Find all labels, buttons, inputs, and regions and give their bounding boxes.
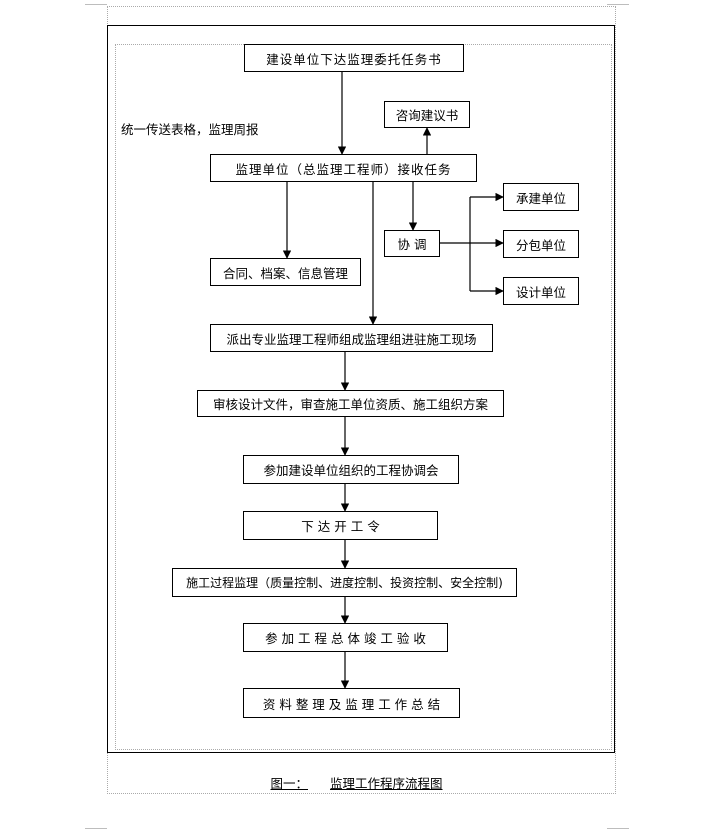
page-edge-top-right [607, 4, 629, 5]
node-subcontractor: 分包单位 [503, 230, 579, 258]
node-construction-supervision: 施工过程监理（质量控制、进度控制、投资控制、安全控制) [172, 568, 517, 597]
figure-title: 监理工作程序流程图 [330, 776, 443, 791]
node-review-design: 审核设计文件，审查施工单位资质、施工组织方案 [197, 390, 504, 417]
node-dispatch-engineers: 派出专业监理工程师组成监理组进驻施工现场 [210, 324, 493, 352]
node-data-summary: 资 料 整 理 及 监 理 工 作 总 结 [243, 688, 460, 718]
page-edge-bottom-left [85, 828, 107, 829]
figure-caption: 图一： 监理工作程序流程图 [0, 773, 713, 792]
node-coordination-meeting: 参加建设单位组织的工程协调会 [243, 455, 459, 484]
page-edge-bottom-right [607, 828, 629, 829]
node-consulting-advice: 咨询建议书 [384, 101, 470, 128]
side-note: 统一传送表格，监理周报 [121, 122, 259, 137]
node-entrust-task: 建设单位下达监理委托任务书 [244, 44, 464, 72]
figure-number: 图一： [270, 776, 308, 791]
node-start-order: 下 达 开 工 令 [243, 511, 438, 540]
page-edge-top-left [85, 4, 107, 5]
node-coordination: 协 调 [384, 230, 440, 257]
node-contract-info-mgmt: 合同、档案、信息管理 [210, 258, 361, 286]
diagram-border [107, 25, 615, 753]
node-completion-acceptance: 参 加 工 程 总 体 竣 工 验 收 [243, 623, 448, 652]
node-contractor: 承建单位 [503, 183, 579, 211]
node-supervisor-receives: 监理单位（总监理工程师）接收任务 [210, 154, 477, 182]
node-designer: 设计单位 [503, 277, 579, 305]
